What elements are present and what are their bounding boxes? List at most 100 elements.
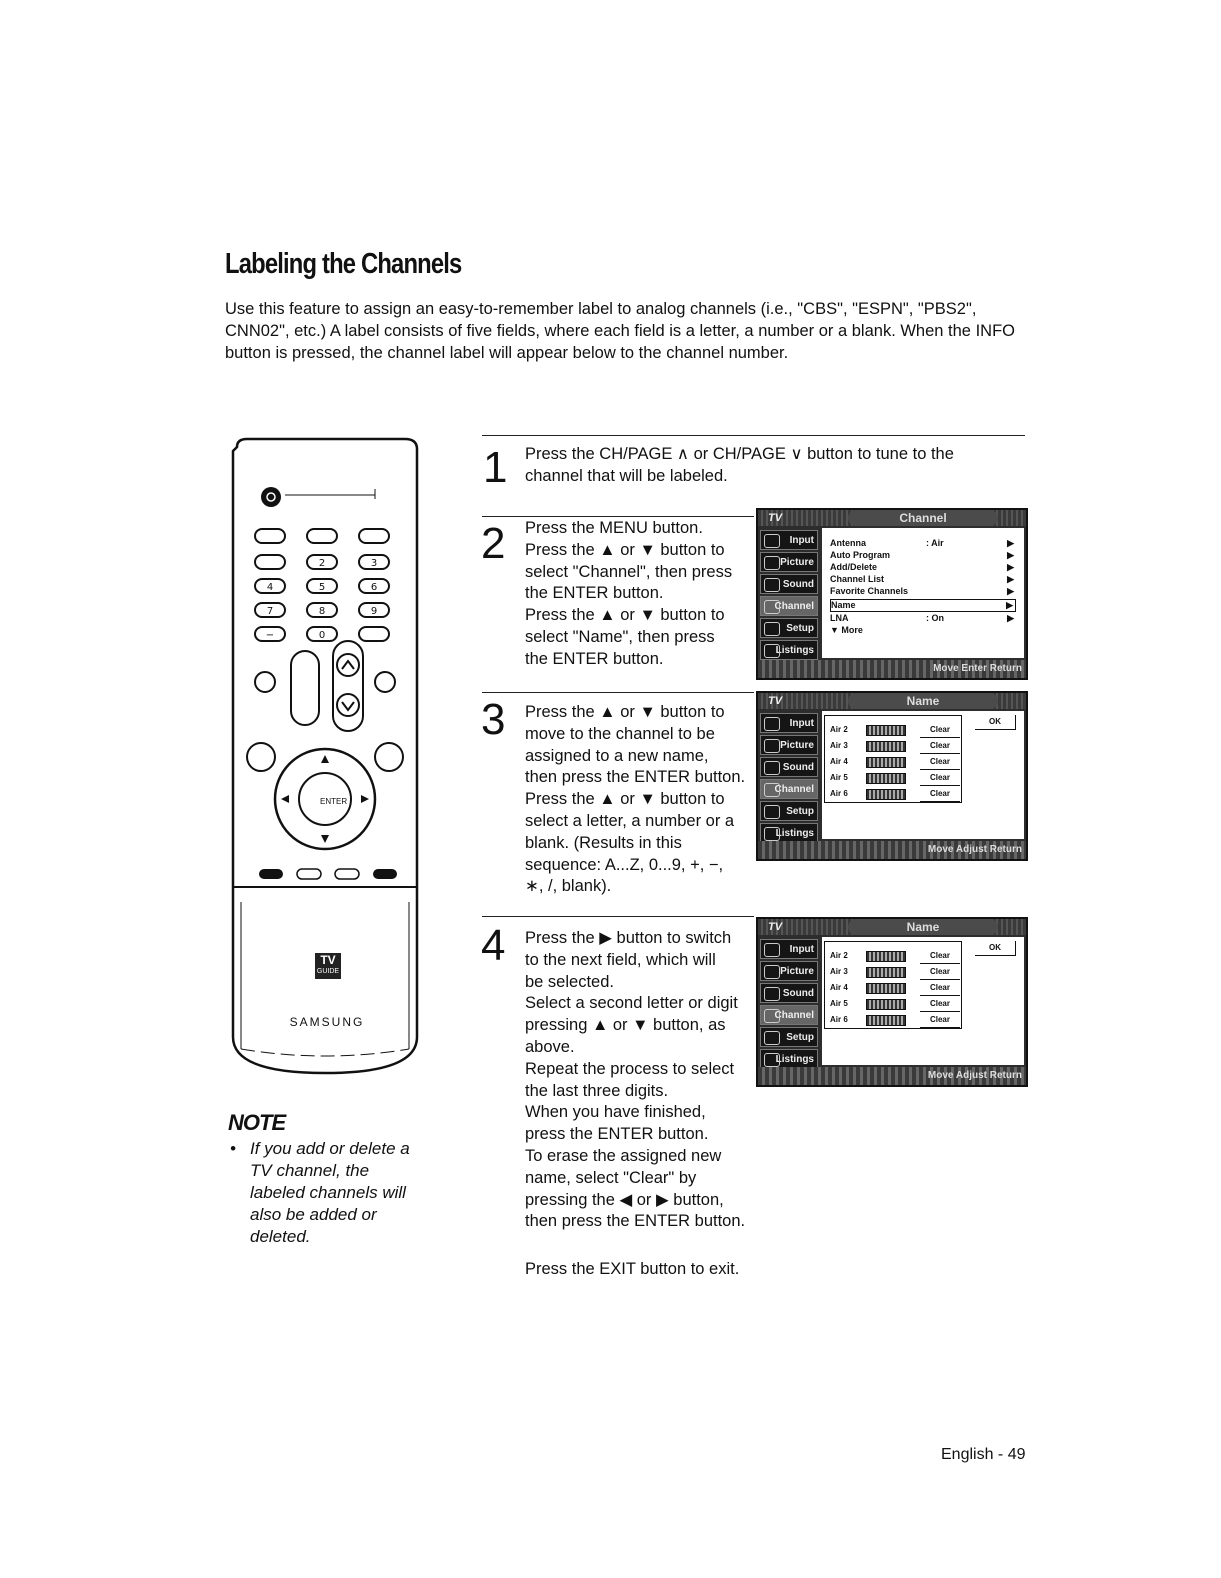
ok-button[interactable]: OK [975, 941, 1016, 956]
osd-help-text: Move Adjust Return [927, 844, 1022, 855]
menu-row-antenna[interactable]: Antenna: Air▶ [830, 538, 1014, 548]
arrow-right-icon: ▶ [1007, 586, 1014, 596]
osd-menu-channel[interactable]: Channel [760, 1005, 818, 1025]
name-field[interactable] [866, 725, 906, 736]
clear-button[interactable]: Clear [920, 965, 960, 980]
name-field[interactable] [866, 983, 906, 994]
name-field[interactable] [866, 967, 906, 978]
clear-button[interactable]: Clear [920, 981, 960, 996]
osd-menu-sound[interactable]: Sound [760, 983, 818, 1003]
input-icon [764, 717, 780, 731]
osd-menu-sound[interactable]: Sound [760, 757, 818, 777]
channel-icon [764, 783, 780, 797]
menu-row-add-delete[interactable]: Add/Delete▶ [830, 562, 1014, 572]
note-line: also be added or [250, 1205, 377, 1224]
menu-row-channel-list[interactable]: Channel List▶ [830, 574, 1014, 584]
svg-text:4: 4 [267, 582, 273, 593]
bullet-icon: • [230, 1139, 236, 1158]
osd-menu-sound[interactable]: Sound [760, 574, 818, 594]
listings-icon [764, 644, 780, 658]
osd-menu-setup[interactable]: Setup [760, 618, 818, 638]
osd-tv-label: TV [768, 921, 783, 933]
osd-menu-input[interactable]: Input [760, 530, 818, 550]
setup-icon [764, 622, 780, 636]
step-line: the ENTER button. [525, 584, 664, 603]
osd-menu-channel[interactable]: Channel [760, 596, 818, 616]
menu-row-name-selected[interactable]: Name▶ [830, 599, 1016, 612]
clear-button[interactable]: Clear [920, 771, 960, 786]
name-field[interactable] [866, 789, 906, 800]
osd-help-text: Move Adjust Return [927, 1070, 1022, 1081]
note-line: If you add or delete a [250, 1139, 410, 1158]
name-field[interactable] [866, 773, 906, 784]
step-line: Press the MENU button. [525, 519, 703, 537]
osd-menu-picture[interactable]: Picture [760, 961, 818, 981]
osd-menu-setup[interactable]: Setup [760, 801, 818, 821]
listings-icon [764, 1053, 780, 1067]
menu-row-favorite-channels[interactable]: Favorite Channels▶ [830, 586, 1014, 596]
step-number: 4 [481, 921, 506, 970]
osd-menu-listings[interactable]: Listings [760, 1049, 818, 1069]
osd-menu-picture[interactable]: Picture [760, 552, 818, 572]
step-line: Press the ▲ or ▼ button to [525, 790, 725, 809]
menu-row-lna[interactable]: LNA: On▶ [830, 613, 1014, 623]
arrow-right-icon: ▶ [1007, 574, 1014, 584]
step-line: to the next field, which will [525, 950, 716, 969]
osd-tv-label: TV [768, 695, 783, 707]
step-line: channel that will be labeled. [525, 466, 728, 485]
name-field[interactable] [866, 999, 906, 1010]
menu-row-more[interactable]: ▼ More [830, 625, 863, 635]
clear-button[interactable]: Clear [920, 787, 960, 802]
svg-text:7: 7 [267, 606, 273, 617]
ok-button[interactable]: OK [975, 715, 1016, 730]
clear-button[interactable]: Clear [920, 949, 960, 964]
osd-menu-picture[interactable]: Picture [760, 735, 818, 755]
menu-row-auto-program[interactable]: Auto Program▶ [830, 550, 1014, 560]
clear-button[interactable]: Clear [920, 739, 960, 754]
osd-menu-input[interactable]: Input [760, 713, 818, 733]
clear-button[interactable]: Clear [920, 1013, 960, 1028]
name-field[interactable] [866, 1015, 906, 1026]
step-line: To erase the assigned new [525, 1146, 722, 1165]
step-number: 2 [481, 519, 506, 568]
clear-button[interactable]: Clear [920, 755, 960, 770]
picture-icon [764, 965, 780, 979]
step-line: pressing the ◀ or ▶ button, [525, 1190, 724, 1209]
clear-button[interactable]: Clear [920, 723, 960, 738]
tv-guide-logo-bottom: GUIDE [316, 968, 340, 975]
step-line: Press the ▲ or ▼ button to [525, 540, 725, 559]
sound-icon [764, 761, 780, 775]
name-list-box [824, 715, 962, 803]
osd-menu-input[interactable]: Input [760, 939, 818, 959]
clear-button[interactable]: Clear [920, 997, 960, 1012]
intro-paragraph: Use this feature to assign an easy-to-re… [225, 300, 1015, 362]
osd-menu-channel[interactable]: Channel [760, 779, 818, 799]
listings-icon [764, 827, 780, 841]
osd-title: Channel [848, 510, 998, 526]
osd-name-screen-1: TV Name Input Picture Sound Channel Setu… [756, 691, 1028, 861]
name-field[interactable] [866, 951, 906, 962]
osd-menu-listings[interactable]: Listings [760, 640, 818, 660]
input-icon [764, 534, 780, 548]
step-line: Repeat the process to select [525, 1059, 735, 1078]
step-line: above. [525, 1037, 575, 1056]
channel-icon [764, 600, 780, 614]
step-divider [482, 516, 754, 517]
name-field[interactable] [866, 757, 906, 768]
name-field[interactable] [866, 741, 906, 752]
osd-menu-setup[interactable]: Setup [760, 1027, 818, 1047]
osd-menu-listings[interactable]: Listings [760, 823, 818, 843]
